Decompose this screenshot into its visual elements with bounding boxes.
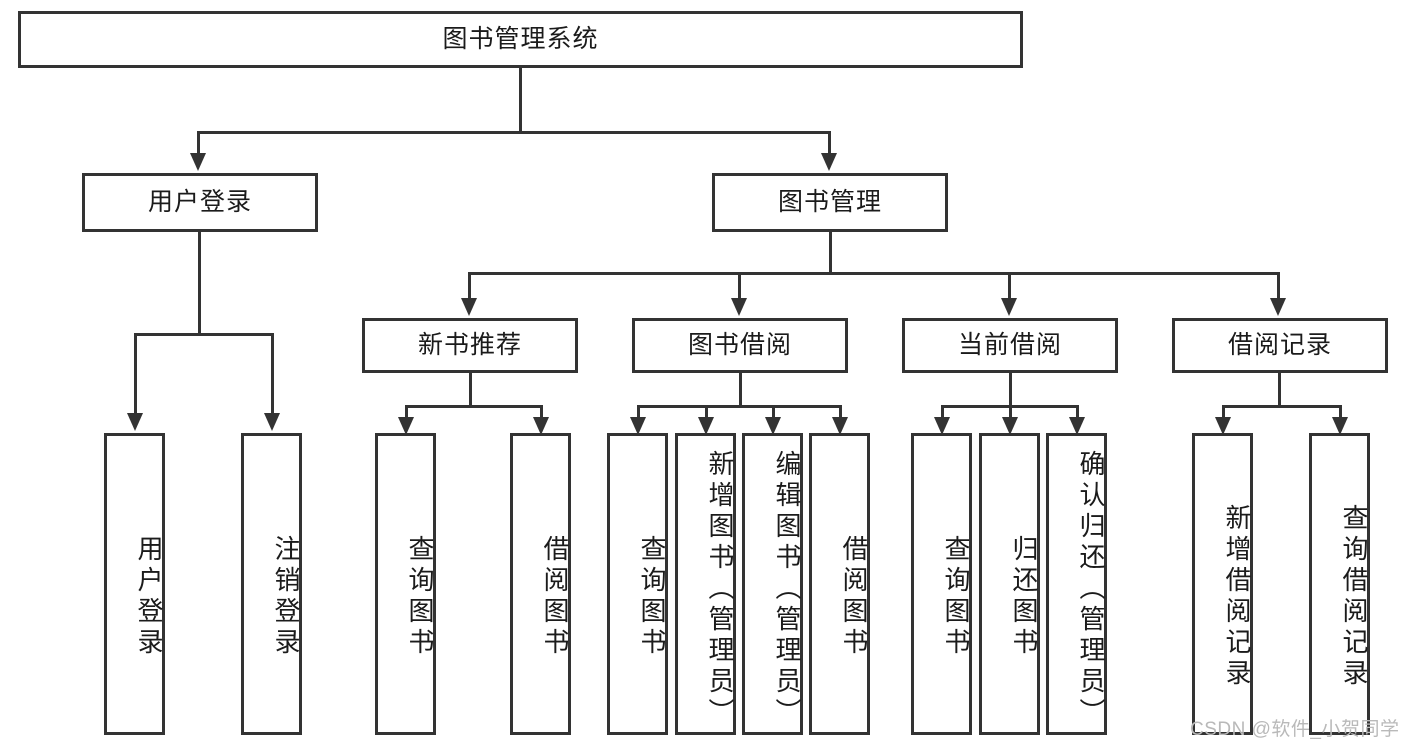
connector-user-login-stem xyxy=(198,232,201,334)
arrow-user-login xyxy=(190,153,206,171)
leaf-bb-borrow-book[interactable]: 借阅图书 xyxy=(809,433,870,735)
arrow-nbr-query-book xyxy=(398,417,414,435)
leaf-cb-return-book[interactable]: 归还图书 xyxy=(979,433,1040,735)
node-label: 新增图书（管理员） xyxy=(705,449,735,729)
leaf-bb-add-book[interactable]: 新增图书（管理员） xyxy=(675,433,736,735)
connector-drop-bb-borrow-book xyxy=(839,405,842,419)
arrow-borrow-record xyxy=(1270,298,1286,316)
node-user-login[interactable]: 用户登录 xyxy=(82,173,318,232)
connector-drop-nbr-query-book xyxy=(405,405,408,419)
node-label: 确认归还（管理员） xyxy=(1076,449,1106,729)
arrow-book-borrow xyxy=(731,298,747,316)
arrow-cb-return-book xyxy=(1002,417,1018,435)
node-label: 注销登录 xyxy=(271,535,301,659)
node-label: 借阅图书 xyxy=(839,535,869,659)
arrow-logout xyxy=(264,413,280,431)
arrow-bb-query-book xyxy=(630,417,646,435)
connector-drop-logout xyxy=(271,333,274,415)
leaf-nbr-query-book[interactable]: 查询图书 xyxy=(375,433,436,735)
node-label: 查询图书 xyxy=(637,535,667,659)
arrow-cb-query-book xyxy=(934,417,950,435)
node-label: 用户登录 xyxy=(134,535,164,659)
connector-drop-bb-add-book xyxy=(705,405,708,419)
node-label: 图书管理系统 xyxy=(442,25,599,54)
connector-br-bus xyxy=(1222,405,1342,408)
node-label: 当前借阅 xyxy=(957,331,1062,360)
node-label: 图书管理 xyxy=(777,188,882,217)
node-current-borrow[interactable]: 当前借阅 xyxy=(902,318,1118,373)
node-borrow-record[interactable]: 借阅记录 xyxy=(1172,318,1388,373)
leaf-bb-query-book[interactable]: 查询图书 xyxy=(607,433,668,735)
node-label: 查询图书 xyxy=(941,535,971,659)
node-label: 查询图书 xyxy=(405,535,435,659)
node-book-management[interactable]: 图书管理 xyxy=(712,173,948,232)
leaf-cb-query-book[interactable]: 查询图书 xyxy=(911,433,972,735)
node-label: 借阅记录 xyxy=(1227,331,1332,360)
arrow-new-book-recommend xyxy=(461,298,477,316)
connector-drop-br-query-record xyxy=(1339,405,1342,419)
connector-drop-book-borrow xyxy=(738,272,741,300)
connector-cb-stem xyxy=(1009,373,1012,407)
connector-drop-bb-query-book xyxy=(637,405,640,419)
connector-bb-bus xyxy=(637,405,842,408)
connector-level3-bus xyxy=(468,272,1280,275)
connector-nbr-bus xyxy=(405,405,543,408)
leaf-user-login[interactable]: 用户登录 xyxy=(104,433,165,735)
connector-drop-book-management xyxy=(828,131,831,155)
connector-drop-login xyxy=(134,333,137,415)
connector-bb-stem xyxy=(739,373,742,407)
connector-nbr-stem xyxy=(469,373,472,407)
node-label: 借阅图书 xyxy=(540,535,570,659)
connector-drop-borrow-record xyxy=(1277,272,1280,300)
connector-user-login-bus xyxy=(134,333,274,336)
arrow-current-borrow xyxy=(1001,298,1017,316)
connector-drop-new-book-recommend xyxy=(468,272,471,300)
node-label: 图书借阅 xyxy=(687,331,792,360)
node-label: 归还图书 xyxy=(1009,535,1039,659)
node-label: 用户登录 xyxy=(147,188,252,217)
node-book-borrow[interactable]: 图书借阅 xyxy=(632,318,848,373)
node-label: 新书推荐 xyxy=(417,331,522,360)
connector-br-stem xyxy=(1278,373,1281,407)
connector-drop-cb-confirm-return xyxy=(1076,405,1079,419)
leaf-bb-edit-book[interactable]: 编辑图书（管理员） xyxy=(742,433,803,735)
connector-book-management-stem xyxy=(829,232,832,274)
connector-drop-br-add-record xyxy=(1222,405,1225,419)
connector-root-stem xyxy=(519,68,522,132)
arrow-bb-add-book xyxy=(698,417,714,435)
arrow-bb-edit-book xyxy=(765,417,781,435)
node-root-system[interactable]: 图书管理系统 xyxy=(18,11,1023,68)
node-label: 新增借阅记录 xyxy=(1222,504,1252,690)
connector-drop-bb-edit-book xyxy=(772,405,775,419)
arrow-cb-confirm-return xyxy=(1069,417,1085,435)
leaf-logout[interactable]: 注销登录 xyxy=(241,433,302,735)
arrow-login xyxy=(127,413,143,431)
connector-drop-current-borrow xyxy=(1008,272,1011,300)
arrow-br-query-record xyxy=(1332,417,1348,435)
connector-drop-user-login xyxy=(197,131,200,155)
arrow-bb-borrow-book xyxy=(832,417,848,435)
leaf-br-add-record[interactable]: 新增借阅记录 xyxy=(1192,433,1253,735)
leaf-cb-confirm-return[interactable]: 确认归还（管理员） xyxy=(1046,433,1107,735)
connector-drop-cb-return-book xyxy=(1009,405,1012,419)
node-new-book-recommend[interactable]: 新书推荐 xyxy=(362,318,578,373)
leaf-nbr-borrow-book[interactable]: 借阅图书 xyxy=(510,433,571,735)
connector-level2-bus xyxy=(197,131,831,134)
connector-drop-cb-query-book xyxy=(941,405,944,419)
connector-drop-nbr-borrow-book xyxy=(540,405,543,419)
leaf-br-query-record[interactable]: 查询借阅记录 xyxy=(1309,433,1370,735)
arrow-br-add-record xyxy=(1215,417,1231,435)
arrow-book-management xyxy=(821,153,837,171)
arrow-nbr-borrow-book xyxy=(533,417,549,435)
node-label: 编辑图书（管理员） xyxy=(772,449,802,729)
node-label: 查询借阅记录 xyxy=(1339,504,1369,690)
